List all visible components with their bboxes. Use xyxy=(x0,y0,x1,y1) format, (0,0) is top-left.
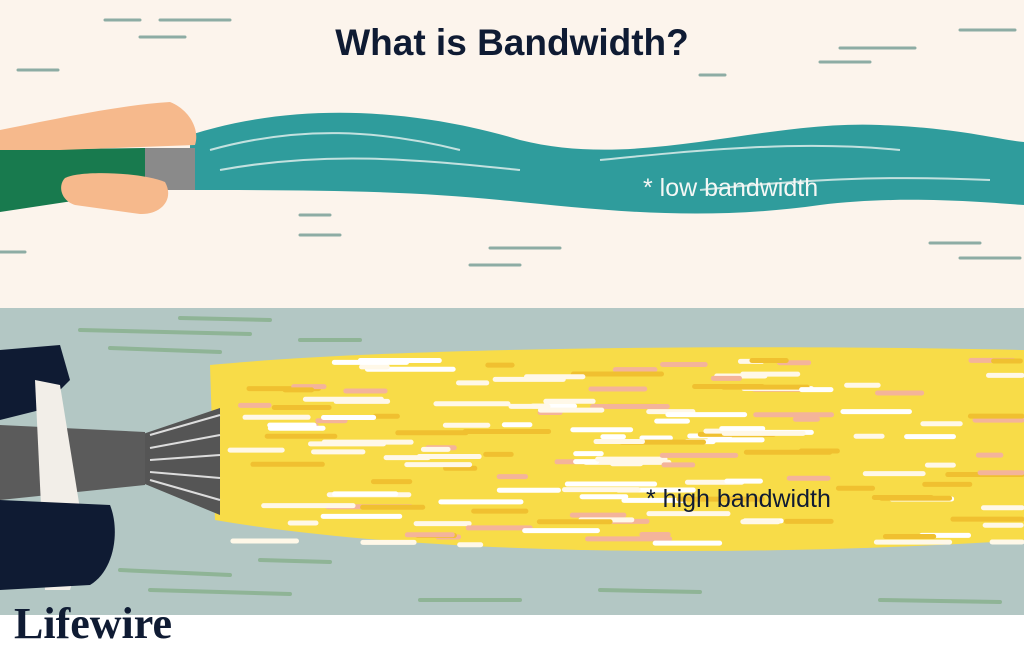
stream-dashes xyxy=(227,357,1024,548)
nozzle-ridges xyxy=(149,414,221,501)
low-bandwidth-label: * low bandwidth xyxy=(643,174,819,202)
high-bandwidth-stream xyxy=(210,347,1024,552)
high-bandwidth-label: * high bandwidth xyxy=(646,485,831,513)
bandwidth-illustration xyxy=(0,0,1024,615)
water-streaks xyxy=(209,132,991,191)
background-dashes-bottom xyxy=(78,316,1002,604)
hand-bottom xyxy=(61,173,169,215)
glove-bottom xyxy=(0,500,115,590)
page-title: What is Bandwidth? xyxy=(335,22,689,63)
background-dashes-top xyxy=(0,18,1022,267)
hand-top xyxy=(0,102,197,150)
glove-top xyxy=(0,345,70,420)
logo: Lifewire xyxy=(14,599,173,648)
hose-nozzle-high xyxy=(140,408,220,515)
